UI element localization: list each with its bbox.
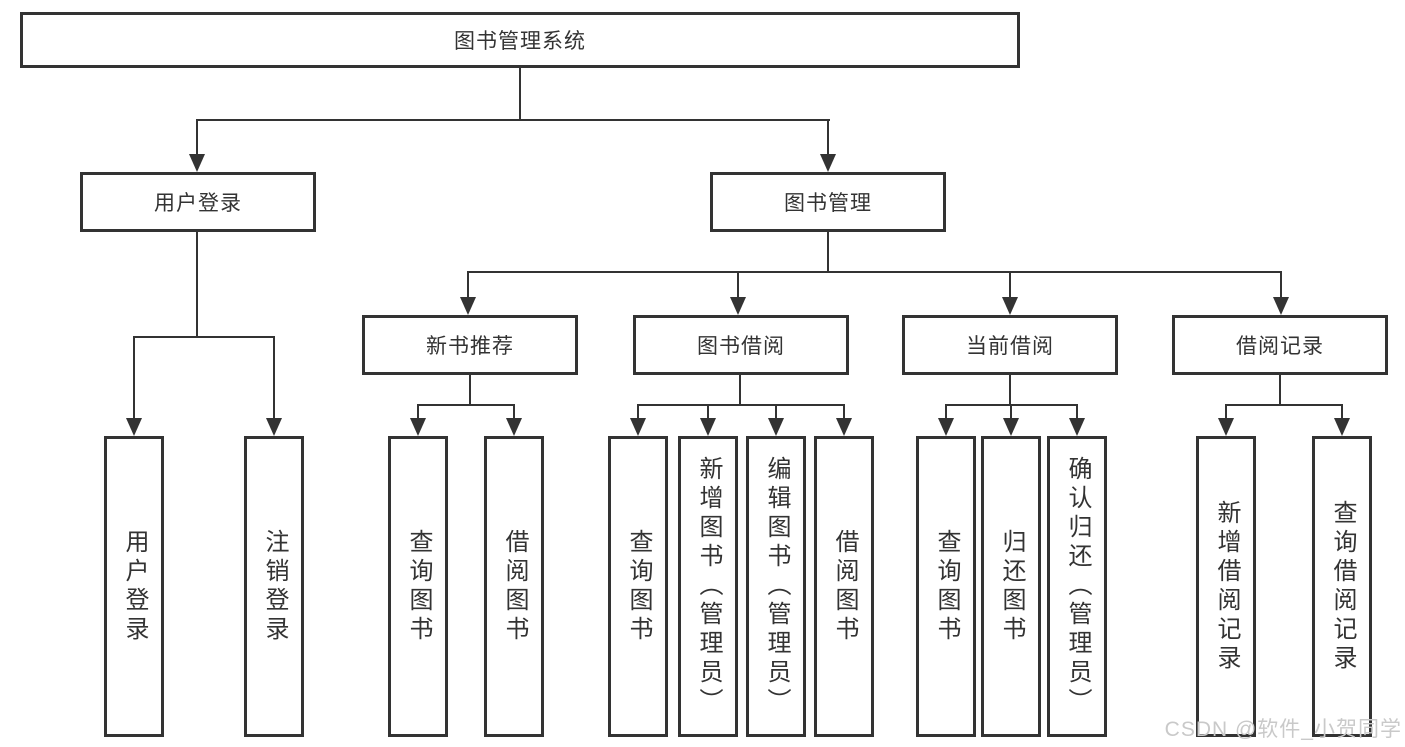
arrow-down-icon [1002, 297, 1018, 315]
leaf-query-books-borrowing: 查询图书 [608, 436, 668, 737]
connector-line [1010, 404, 1012, 420]
arrow-down-icon [836, 418, 852, 436]
leaf-query-borrow-record-label: 查询借阅记录 [1329, 499, 1356, 674]
node-current-borrowing: 当前借阅 [902, 315, 1118, 375]
arrow-down-icon [189, 154, 205, 172]
arrow-down-icon [460, 297, 476, 315]
node-book-management-label: 图书管理 [784, 192, 872, 215]
arrow-down-icon [630, 418, 646, 436]
node-book-borrowing: 图书借阅 [633, 315, 849, 375]
arrow-down-icon [126, 418, 142, 436]
connector-line [1076, 404, 1078, 420]
connector-line [1009, 271, 1011, 299]
leaf-user-login-label: 用户登录 [121, 528, 148, 645]
connector-line [196, 119, 830, 121]
node-new-book-recommend-label: 新书推荐 [426, 335, 514, 358]
leaf-query-books-current: 查询图书 [916, 436, 976, 737]
arrow-down-icon [1003, 418, 1019, 436]
connector-line [1341, 404, 1343, 420]
connector-line [739, 375, 741, 406]
node-book-borrowing-label: 图书借阅 [697, 335, 785, 358]
arrow-down-icon [1218, 418, 1234, 436]
leaf-borrow-books-borrowing-label: 借阅图书 [831, 528, 858, 645]
leaf-borrow-books-recommend-label: 借阅图书 [501, 528, 528, 645]
connector-line [707, 404, 709, 420]
arrow-down-icon [768, 418, 784, 436]
leaf-add-books-admin-label: 新增图书（管理员） [695, 456, 722, 717]
leaf-borrow-books-recommend: 借阅图书 [484, 436, 544, 737]
connector-line [467, 271, 1282, 273]
connector-line [469, 375, 471, 406]
connector-line [196, 232, 198, 338]
connector-line [1280, 271, 1282, 299]
node-new-book-recommend: 新书推荐 [362, 315, 578, 375]
arrow-down-icon [820, 154, 836, 172]
connector-line [843, 404, 845, 420]
connector-line [1225, 404, 1227, 420]
connector-line [196, 119, 198, 157]
leaf-query-books-current-label: 查询图书 [933, 528, 960, 645]
connector-line [945, 404, 947, 420]
leaf-confirm-return-admin: 确认归还（管理员） [1047, 436, 1107, 737]
node-user-login-label: 用户登录 [154, 192, 242, 215]
connector-line [417, 404, 515, 406]
node-book-management: 图书管理 [710, 172, 946, 232]
connector-line [1225, 404, 1343, 406]
connector-line [827, 232, 829, 273]
connector-line [133, 336, 275, 338]
connector-line [417, 404, 419, 420]
node-borrowing-records-label: 借阅记录 [1236, 335, 1324, 358]
leaf-query-books-recommend-label: 查询图书 [405, 528, 432, 645]
node-current-borrowing-label: 当前借阅 [966, 335, 1054, 358]
arrow-down-icon [938, 418, 954, 436]
connector-line [637, 404, 845, 406]
arrow-down-icon [266, 418, 282, 436]
csdn-watermark: CSDN @软件_小贺同学 [1164, 718, 1402, 741]
arrow-down-icon [700, 418, 716, 436]
leaf-edit-books-admin: 编辑图书（管理员） [746, 436, 806, 737]
leaf-logout-label: 注销登录 [261, 528, 288, 645]
arrow-down-icon [506, 418, 522, 436]
connector-line [1009, 375, 1011, 406]
connector-line [133, 336, 135, 420]
leaf-confirm-return-admin-label: 确认归还（管理员） [1064, 456, 1091, 717]
connector-line [827, 119, 829, 157]
connector-line [519, 68, 521, 120]
leaf-edit-books-admin-label: 编辑图书（管理员） [763, 456, 790, 717]
node-library-system-label: 图书管理系统 [454, 30, 586, 53]
connector-line [273, 336, 275, 420]
leaf-add-borrow-record: 新增借阅记录 [1196, 436, 1256, 737]
leaf-add-borrow-record-label: 新增借阅记录 [1213, 499, 1240, 674]
connector-line [1279, 375, 1281, 406]
connector-line [737, 271, 739, 299]
node-library-system: 图书管理系统 [20, 12, 1020, 68]
leaf-query-borrow-record: 查询借阅记录 [1312, 436, 1372, 737]
connector-line [513, 404, 515, 420]
leaf-return-books: 归还图书 [981, 436, 1041, 737]
arrow-down-icon [1273, 297, 1289, 315]
leaf-user-login: 用户登录 [104, 436, 164, 737]
arrow-down-icon [1069, 418, 1085, 436]
leaf-borrow-books-borrowing: 借阅图书 [814, 436, 874, 737]
leaf-logout: 注销登录 [244, 436, 304, 737]
arrow-down-icon [410, 418, 426, 436]
connector-line [775, 404, 777, 420]
connector-line [637, 404, 639, 420]
arrow-down-icon [1334, 418, 1350, 436]
connector-line [467, 271, 469, 299]
leaf-query-books-borrowing-label: 查询图书 [625, 528, 652, 645]
node-borrowing-records: 借阅记录 [1172, 315, 1388, 375]
leaf-add-books-admin: 新增图书（管理员） [678, 436, 738, 737]
arrow-down-icon [730, 297, 746, 315]
leaf-return-books-label: 归还图书 [998, 528, 1025, 645]
node-user-login: 用户登录 [80, 172, 316, 232]
leaf-query-books-recommend: 查询图书 [388, 436, 448, 737]
